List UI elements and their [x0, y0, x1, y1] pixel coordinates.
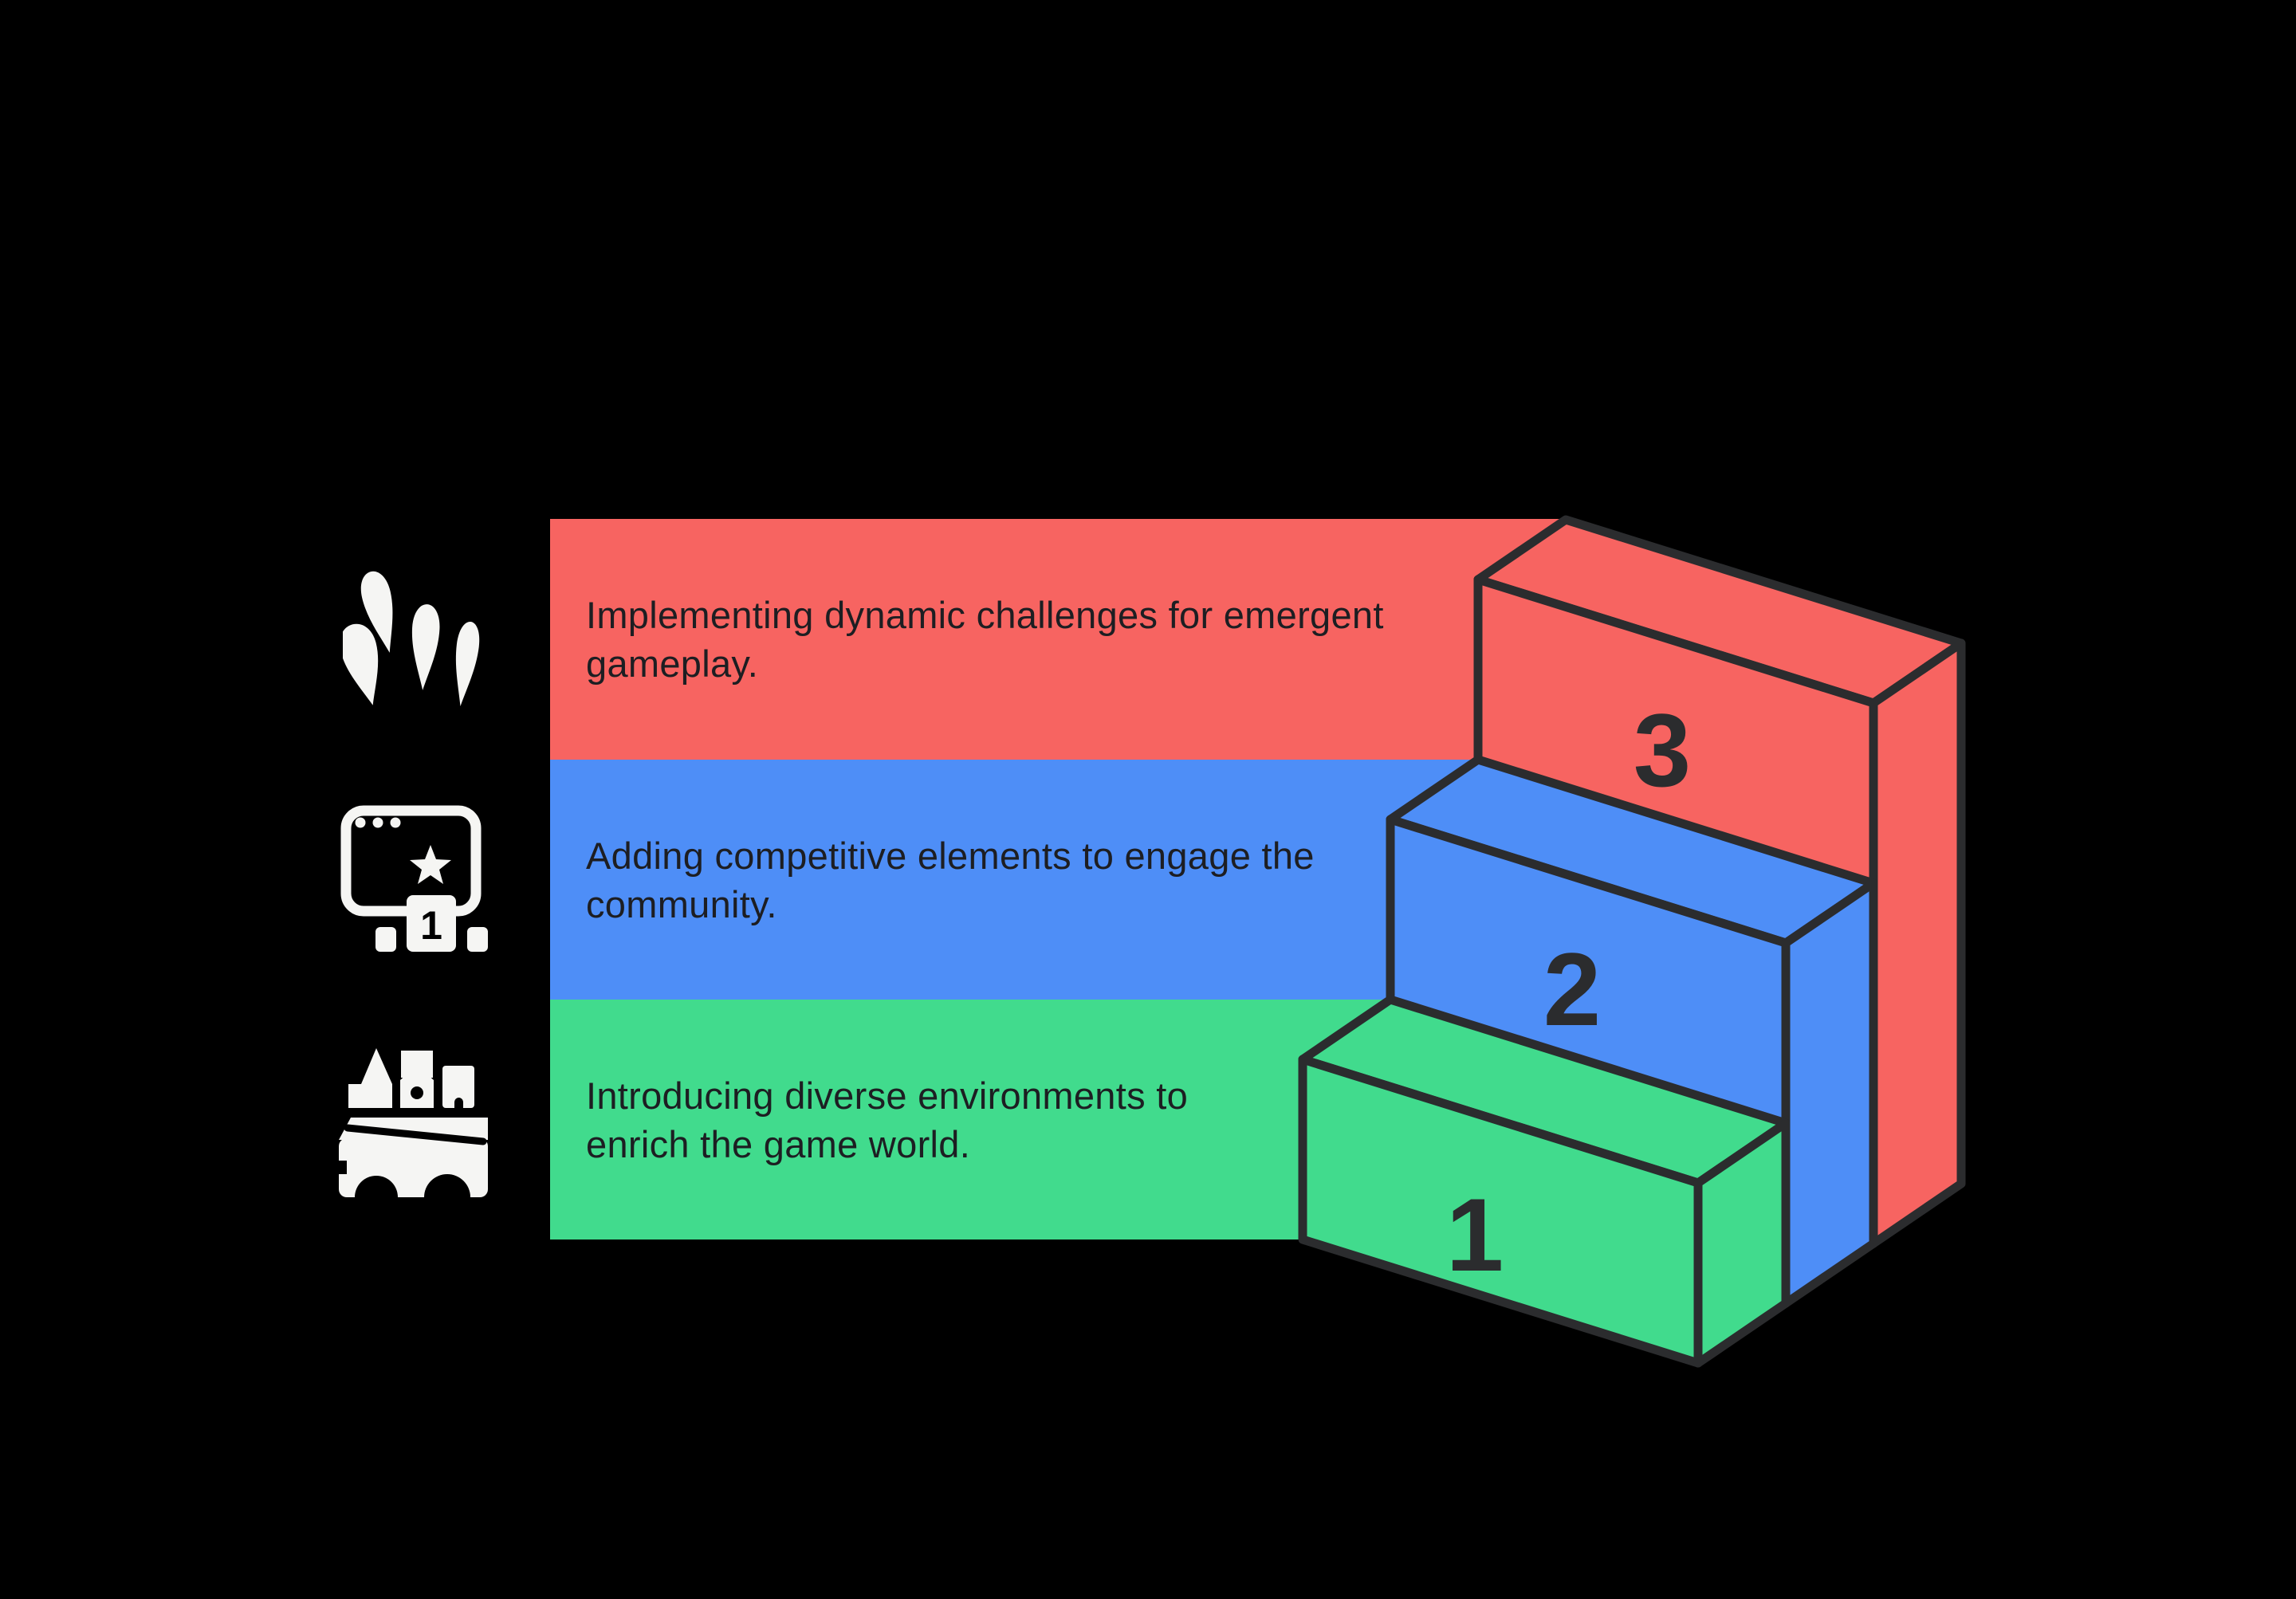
band-step-2: Adding competitive elements to engage th… — [550, 760, 1478, 1000]
browser-dot — [355, 817, 366, 828]
step-1-block — [1298, 995, 1791, 1368]
band-step-2-text: Adding competitive elements to engage th… — [586, 834, 1315, 925]
arched-window — [454, 1098, 463, 1108]
step-2-side-face — [1781, 878, 1878, 1308]
browser-dot — [390, 817, 401, 828]
bridge-arch — [424, 1174, 470, 1197]
city-bridge-icon — [335, 1048, 488, 1197]
step-3-side-face — [1869, 638, 1966, 1248]
bridge-road-line — [344, 1124, 487, 1145]
browser-dot — [372, 817, 383, 828]
pointed-tower — [361, 1048, 392, 1108]
leaderboard-browser-icon: 1 — [340, 805, 488, 952]
step-3-label: 3 — [1634, 692, 1691, 808]
podium-first-place — [407, 895, 456, 952]
step-1-side-face — [1693, 1118, 1791, 1368]
podium-number: 1 — [420, 903, 442, 948]
bridge-arch — [355, 1176, 398, 1197]
star-icon — [410, 845, 451, 884]
band-step-3: Implementing dynamic challenges for emer… — [550, 519, 1567, 760]
step-1-label: 1 — [1446, 1177, 1504, 1293]
podium-side-block — [467, 927, 488, 952]
podium-side-block — [375, 927, 396, 952]
band-step-1: Introducing diverse environments to enri… — [550, 1000, 1390, 1240]
band-step-3-text: Implementing dynamic challenges for emer… — [586, 594, 1384, 685]
round-window — [411, 1086, 423, 1099]
building-annex — [348, 1084, 361, 1108]
step-2-label: 2 — [1543, 931, 1601, 1047]
band-step-1-text: Introducing diverse environments to enri… — [586, 1074, 1189, 1165]
right-building — [442, 1066, 474, 1108]
bridge-notch — [335, 1161, 347, 1174]
